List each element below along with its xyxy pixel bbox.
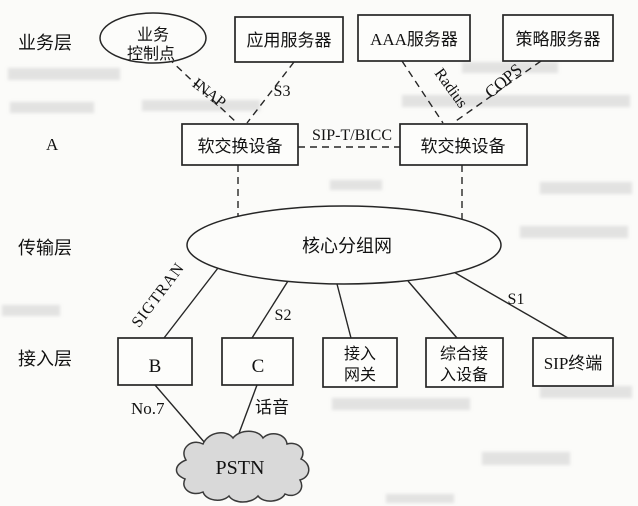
link-s2-line — [251, 280, 289, 339]
node-access-gateway-line1: 接入 — [344, 345, 376, 363]
node-core-packet-network: 核心分组网 — [186, 205, 502, 285]
link-label-sip-t-bicc: SIP-T/BICC — [312, 127, 392, 144]
layer-label-access: 接入层 — [18, 349, 72, 369]
layer-label-service: 业务层 — [18, 33, 72, 53]
node-service-control-point: 业务 控制点 — [99, 12, 207, 64]
node-softswitch-left-label: 软交换设备 — [198, 137, 283, 156]
node-sip-terminal-label: SIP终端 — [544, 354, 603, 373]
core-to-iad-line — [407, 280, 458, 339]
link-inap-line — [167, 57, 238, 124]
layer-label-transport: 传输层 — [18, 238, 72, 258]
link-radius-line — [401, 60, 444, 124]
node-aaa-server: AAA服务器 — [357, 14, 471, 62]
core-to-access-gateway-line — [336, 283, 352, 339]
pstn-cloud-shape — [175, 430, 310, 503]
node-service-control-point-line2: 控制点 — [127, 45, 175, 63]
node-integrated-access-device-line1: 综合接 — [440, 345, 488, 363]
link-s1-line — [451, 270, 569, 339]
link-sigtran-line — [163, 267, 219, 339]
node-aaa-server-label: AAA服务器 — [370, 30, 458, 49]
node-app-server-label: 应用服务器 — [247, 31, 332, 50]
node-pstn-cloud: PSTN — [175, 430, 310, 503]
node-policy-server: 策略服务器 — [502, 14, 614, 62]
node-access-gateway-line2: 网关 — [344, 366, 376, 384]
scan-artifacts — [2, 62, 632, 503]
node-integrated-access-device-line2: 入设备 — [440, 366, 488, 384]
node-core-packet-network-label: 核心分组网 — [302, 236, 392, 256]
link-label-s3: S3 — [274, 83, 291, 100]
node-policy-server-label: 策略服务器 — [516, 30, 601, 49]
node-app-server: 应用服务器 — [234, 16, 344, 63]
node-box-c-label: C — [252, 356, 265, 377]
node-softswitch-right-label: 软交换设备 — [421, 137, 506, 156]
node-softswitch-left: 软交换设备 — [181, 123, 299, 166]
node-pstn-label: PSTN — [216, 457, 265, 479]
node-access-gateway: 接入 网关 — [322, 337, 398, 388]
node-integrated-access-device: 综合接 入设备 — [425, 337, 504, 388]
diagram-nodes: 业务 控制点 应用服务器 AAA服务器 策略服务器 软交换设备 软交换设备 — [99, 12, 614, 503]
diagram-edges — [154, 57, 569, 444]
node-box-b-label: B — [149, 356, 162, 377]
node-sip-terminal: SIP终端 — [532, 337, 614, 387]
node-box-b: B — [117, 337, 193, 386]
layer-labels: 业务层 A 传输层 接入层 — [18, 33, 72, 369]
link-cops-line — [452, 60, 542, 124]
link-label-s1: S1 — [508, 291, 525, 308]
link-no7-line — [154, 384, 206, 444]
link-s3-line — [246, 61, 295, 124]
link-voice-line — [237, 384, 258, 437]
link-label-no7: No.7 — [131, 399, 165, 418]
node-box-c: C — [221, 337, 294, 386]
node-softswitch-right: 软交换设备 — [399, 123, 528, 166]
link-label-voice: 话音 — [255, 398, 289, 417]
link-label-s2: S2 — [275, 307, 292, 324]
layer-label-a: A — [46, 135, 59, 154]
node-service-control-point-line1: 业务 — [137, 26, 169, 44]
